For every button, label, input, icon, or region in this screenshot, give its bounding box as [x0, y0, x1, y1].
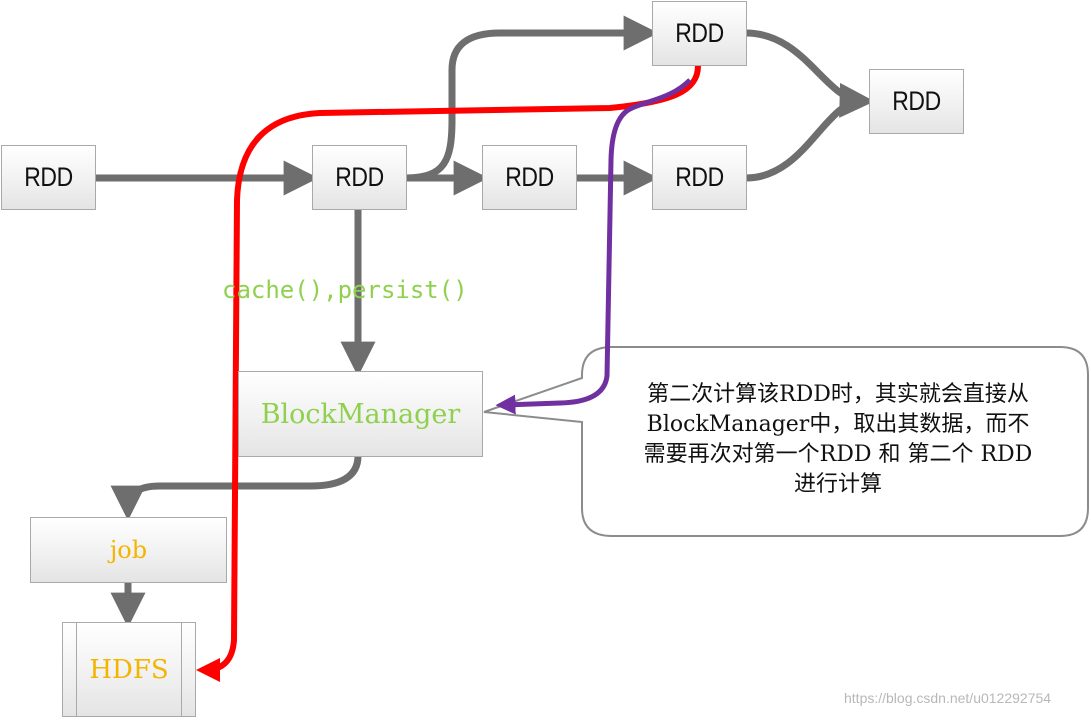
callout-bubble	[483, 346, 1089, 537]
rdd-node-1: RDD	[1, 145, 96, 210]
arrow-rdd4-to-right-rdd	[745, 97, 863, 182]
callout-text: 第二次计算该RDD时，其实就会直接从 BlockManager中，取出其数据，而…	[596, 380, 1080, 500]
callout-line-3: 需要再次对第一个RDD 和 第二个 RDD	[643, 442, 1033, 467]
arrow-blockmanager-to-job	[110, 455, 362, 521]
arrow-rdd2-to-top-rdd	[405, 15, 659, 182]
cache-persist-label: cache(),persist()	[222, 276, 468, 304]
callout-line-1: 第二次计算该RDD时，其实就会直接从	[647, 382, 1029, 407]
rdd-node-3-label: RDD	[505, 162, 554, 192]
hdfs-right-divider	[181, 623, 182, 716]
rdd-node-top-label: RDD	[675, 18, 724, 48]
rdd-node-1-label: RDD	[24, 162, 73, 192]
rdd-node-3: RDD	[482, 145, 577, 210]
red-recompute-path	[196, 65, 701, 682]
hdfs-node: HDFS	[62, 622, 196, 717]
job-label: job	[109, 536, 148, 564]
callout-line-4: 进行计算	[793, 472, 882, 497]
blockmanager-label: BlockManager	[260, 398, 461, 430]
rdd-node-4-label: RDD	[675, 162, 724, 192]
blockmanager-node: BlockManager	[238, 371, 483, 457]
rdd-node-right: RDD	[869, 69, 964, 134]
purple-cache-path	[495, 78, 692, 415]
callout-line-2: BlockManager中，取出其数据，而不	[646, 412, 1030, 437]
rdd-node-2-label: RDD	[335, 162, 384, 192]
rdd-node-4: RDD	[652, 145, 747, 210]
rdd-node-right-label: RDD	[892, 86, 941, 116]
watermark: https://blog.csdn.net/u012292754	[844, 690, 1052, 706]
hdfs-left-divider	[76, 623, 77, 716]
rdd-node-top: RDD	[652, 1, 747, 66]
hdfs-label: HDFS	[89, 654, 169, 685]
arrow-top-rdd-to-right-rdd	[745, 29, 875, 118]
rdd-node-2: RDD	[312, 145, 407, 210]
job-node: job	[30, 517, 227, 583]
